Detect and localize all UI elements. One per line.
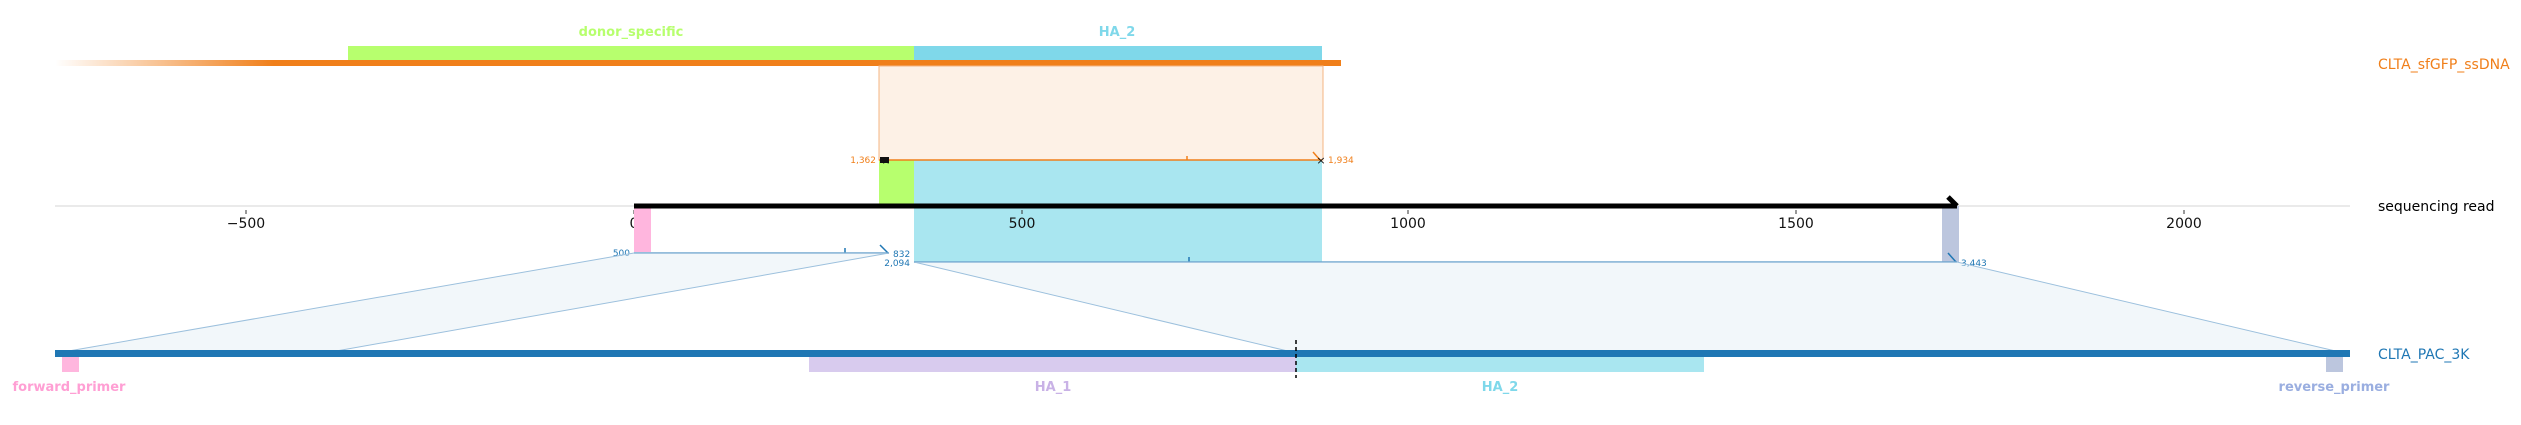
donor-specific-feature — [348, 46, 914, 60]
target-projections — [56, 252, 2345, 354]
donor-start-coordinate: 1,362 — [850, 156, 876, 166]
axis-ticks: −500 0 500 1000 1500 2000 — [227, 210, 2202, 232]
axis-tick-label: 2000 — [2166, 216, 2202, 232]
ha2-top-label: HA_2 — [1099, 25, 1136, 40]
target-alignment-2-flag — [1947, 252, 1957, 263]
ha2-bottom-feature — [1296, 357, 1704, 372]
target-backbone — [55, 350, 2350, 357]
forward-primer-read-projection — [634, 206, 651, 252]
donor-alignment-span — [878, 65, 1324, 161]
ha1-label: HA_1 — [1035, 380, 1072, 395]
donor-track: donor_specific HA_2 CLTA_sfGFP_ssDNA — [55, 25, 2510, 73]
target-alignment-1-flag — [879, 244, 889, 254]
axis-tick-label: −500 — [227, 216, 265, 232]
axis-tick-label: 500 — [1009, 216, 1036, 232]
ha2-read-projection — [914, 160, 1322, 262]
target-alignment-2-projection — [913, 261, 2345, 354]
donor-track-label: CLTA_sfGFP_ssDNA — [2378, 57, 2510, 73]
target-alignment-2-start-coordinate: 2,094 — [884, 259, 910, 269]
ha2-bottom-label: HA_2 — [1482, 380, 1519, 395]
donor-end-flag — [1312, 151, 1321, 161]
donor-end-coordinate: 1,934 — [1328, 156, 1354, 166]
donor-alignment: × × 1,362 1,934 — [850, 65, 1354, 262]
ha1-feature — [809, 357, 1296, 372]
target-alignment-1-start-coordinate: 500 — [613, 249, 630, 259]
donor-start-marker — [880, 157, 889, 163]
target-track-label: CLTA_PAC_3K — [2378, 347, 2470, 363]
axis-tick-label: 1500 — [1778, 216, 1814, 232]
target-alignment-2-end-coordinate: 3,443 — [1961, 259, 1987, 269]
reverse-primer-feature — [2326, 357, 2343, 372]
forward-primer-feature — [62, 357, 79, 372]
reverse-primer-read-projection — [1942, 206, 1959, 262]
donor-specific-projection — [879, 160, 914, 206]
donor-start-cross-icon: × — [882, 156, 890, 167]
target-track: forward_primer HA_1 HA_2 reverse_primer … — [13, 340, 2470, 395]
donor-specific-label: donor_specific — [579, 25, 684, 40]
target-alignment-1-projection — [56, 252, 890, 354]
target-alignment-1-end-coordinate: 832 — [893, 250, 910, 260]
donor-end-cross-icon: × — [1316, 154, 1325, 167]
read-direction-arrowhead — [1946, 195, 1959, 208]
read-track-label: sequencing read — [2378, 199, 2494, 215]
donor-backbone — [55, 60, 1341, 66]
forward-primer-label: forward_primer — [13, 380, 127, 395]
ha2-top-feature — [914, 46, 1322, 60]
read-track: −500 0 500 1000 1500 2000 sequencing rea… — [55, 195, 2494, 262]
reverse-primer-label: reverse_primer — [2279, 380, 2391, 395]
axis-tick-label: 1000 — [1390, 216, 1426, 232]
